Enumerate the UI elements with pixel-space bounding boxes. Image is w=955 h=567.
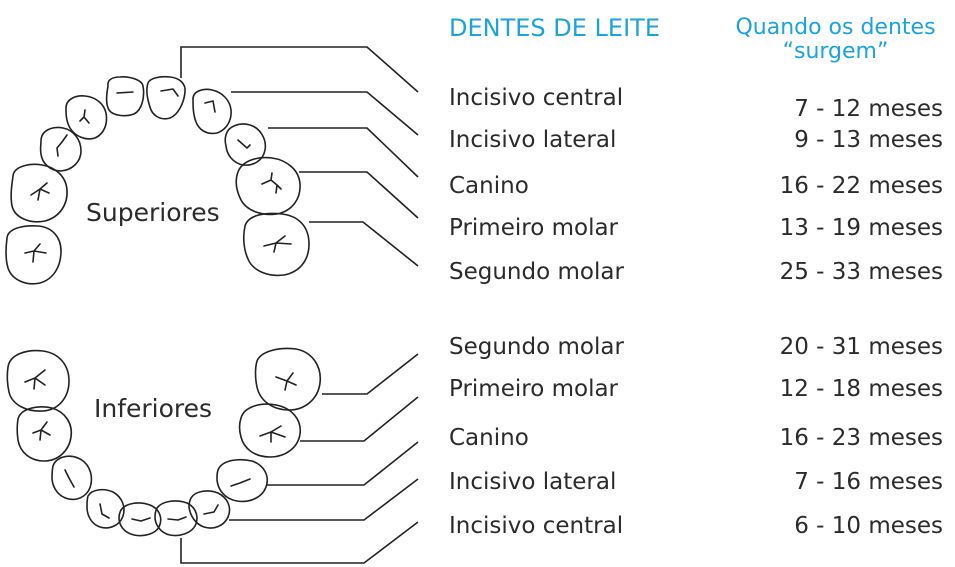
lower-tooth-canine-left: [51, 455, 93, 501]
eruption-heading-line-1: Quando os dentes: [735, 15, 936, 40]
lower-tooth-central-left: [118, 502, 162, 537]
upper-tooth-name: Canino: [449, 173, 529, 199]
lower-tooth-name: Segundo molar: [449, 334, 624, 360]
lower-tooth-molar1-left: [16, 406, 73, 462]
lower-tooth-lateral-right: [188, 490, 231, 529]
upper-tooth-molar1-right: [235, 156, 301, 216]
lower-tooth-canine-right: [216, 458, 268, 503]
lower-tooth-central-right: [154, 500, 198, 537]
upper-tooth-name: Incisivo central: [449, 85, 624, 111]
lower-tooth-molar1-right: [238, 403, 301, 458]
lower-tooth-age: 20 - 31 meses: [779, 334, 943, 360]
upper-tooth-name: Segundo molar: [449, 259, 624, 285]
lower-tooth-molar2-left: [6, 349, 70, 412]
upper-tooth-central-left: [105, 76, 145, 117]
lower-tooth-name: Incisivo lateral: [449, 469, 617, 495]
upper-tooth-molar2-left: [5, 225, 62, 285]
upper-tooth-lateral-right: [192, 88, 232, 135]
upper-tooth-lateral-left: [65, 95, 108, 140]
lower-tooth-age: 16 - 23 meses: [779, 425, 943, 451]
lower-tooth-name: Incisivo central: [449, 513, 624, 539]
eruption-heading-line-2: “surgem”: [782, 38, 889, 64]
upper-tooth-molar2-right: [242, 212, 310, 277]
eruption-column-heading: Quando os dentes “surgem”: [728, 16, 943, 64]
upper-tooth-canine-right: [224, 123, 267, 166]
upper-tooth-canine-left: [39, 126, 82, 172]
title-heading: DENTES DE LEITE: [449, 14, 660, 42]
lower-tooth-molar2-right: [254, 347, 321, 411]
upper-tooth-age: 7 - 12 meses: [794, 96, 943, 122]
lower-tooth-name: Canino: [449, 425, 529, 451]
lower-tooth-age: 7 - 16 meses: [794, 469, 943, 495]
upper-tooth-name: Primeiro molar: [449, 215, 619, 241]
upper-tooth-name: Incisivo lateral: [449, 127, 617, 153]
lower-tooth-name: Primeiro molar: [449, 376, 619, 402]
lower-tooth-lateral-left: [86, 488, 125, 529]
upper-tooth-age: 13 - 19 meses: [779, 215, 943, 241]
lower-tooth-age: 6 - 10 meses: [794, 513, 943, 539]
upper-tooth-molar1-left: [10, 163, 68, 223]
upper-tooth-age: 9 - 13 meses: [794, 127, 943, 153]
upper-tooth-central-right: [146, 75, 186, 120]
lower-tooth-age: 12 - 18 meses: [779, 376, 943, 402]
upper-tooth-age: 25 - 33 meses: [779, 259, 943, 285]
upper-jaw-label: Superiores: [86, 198, 220, 227]
lower-jaw-label: Inferiores: [94, 394, 213, 423]
upper-tooth-age: 16 - 22 meses: [779, 173, 943, 199]
